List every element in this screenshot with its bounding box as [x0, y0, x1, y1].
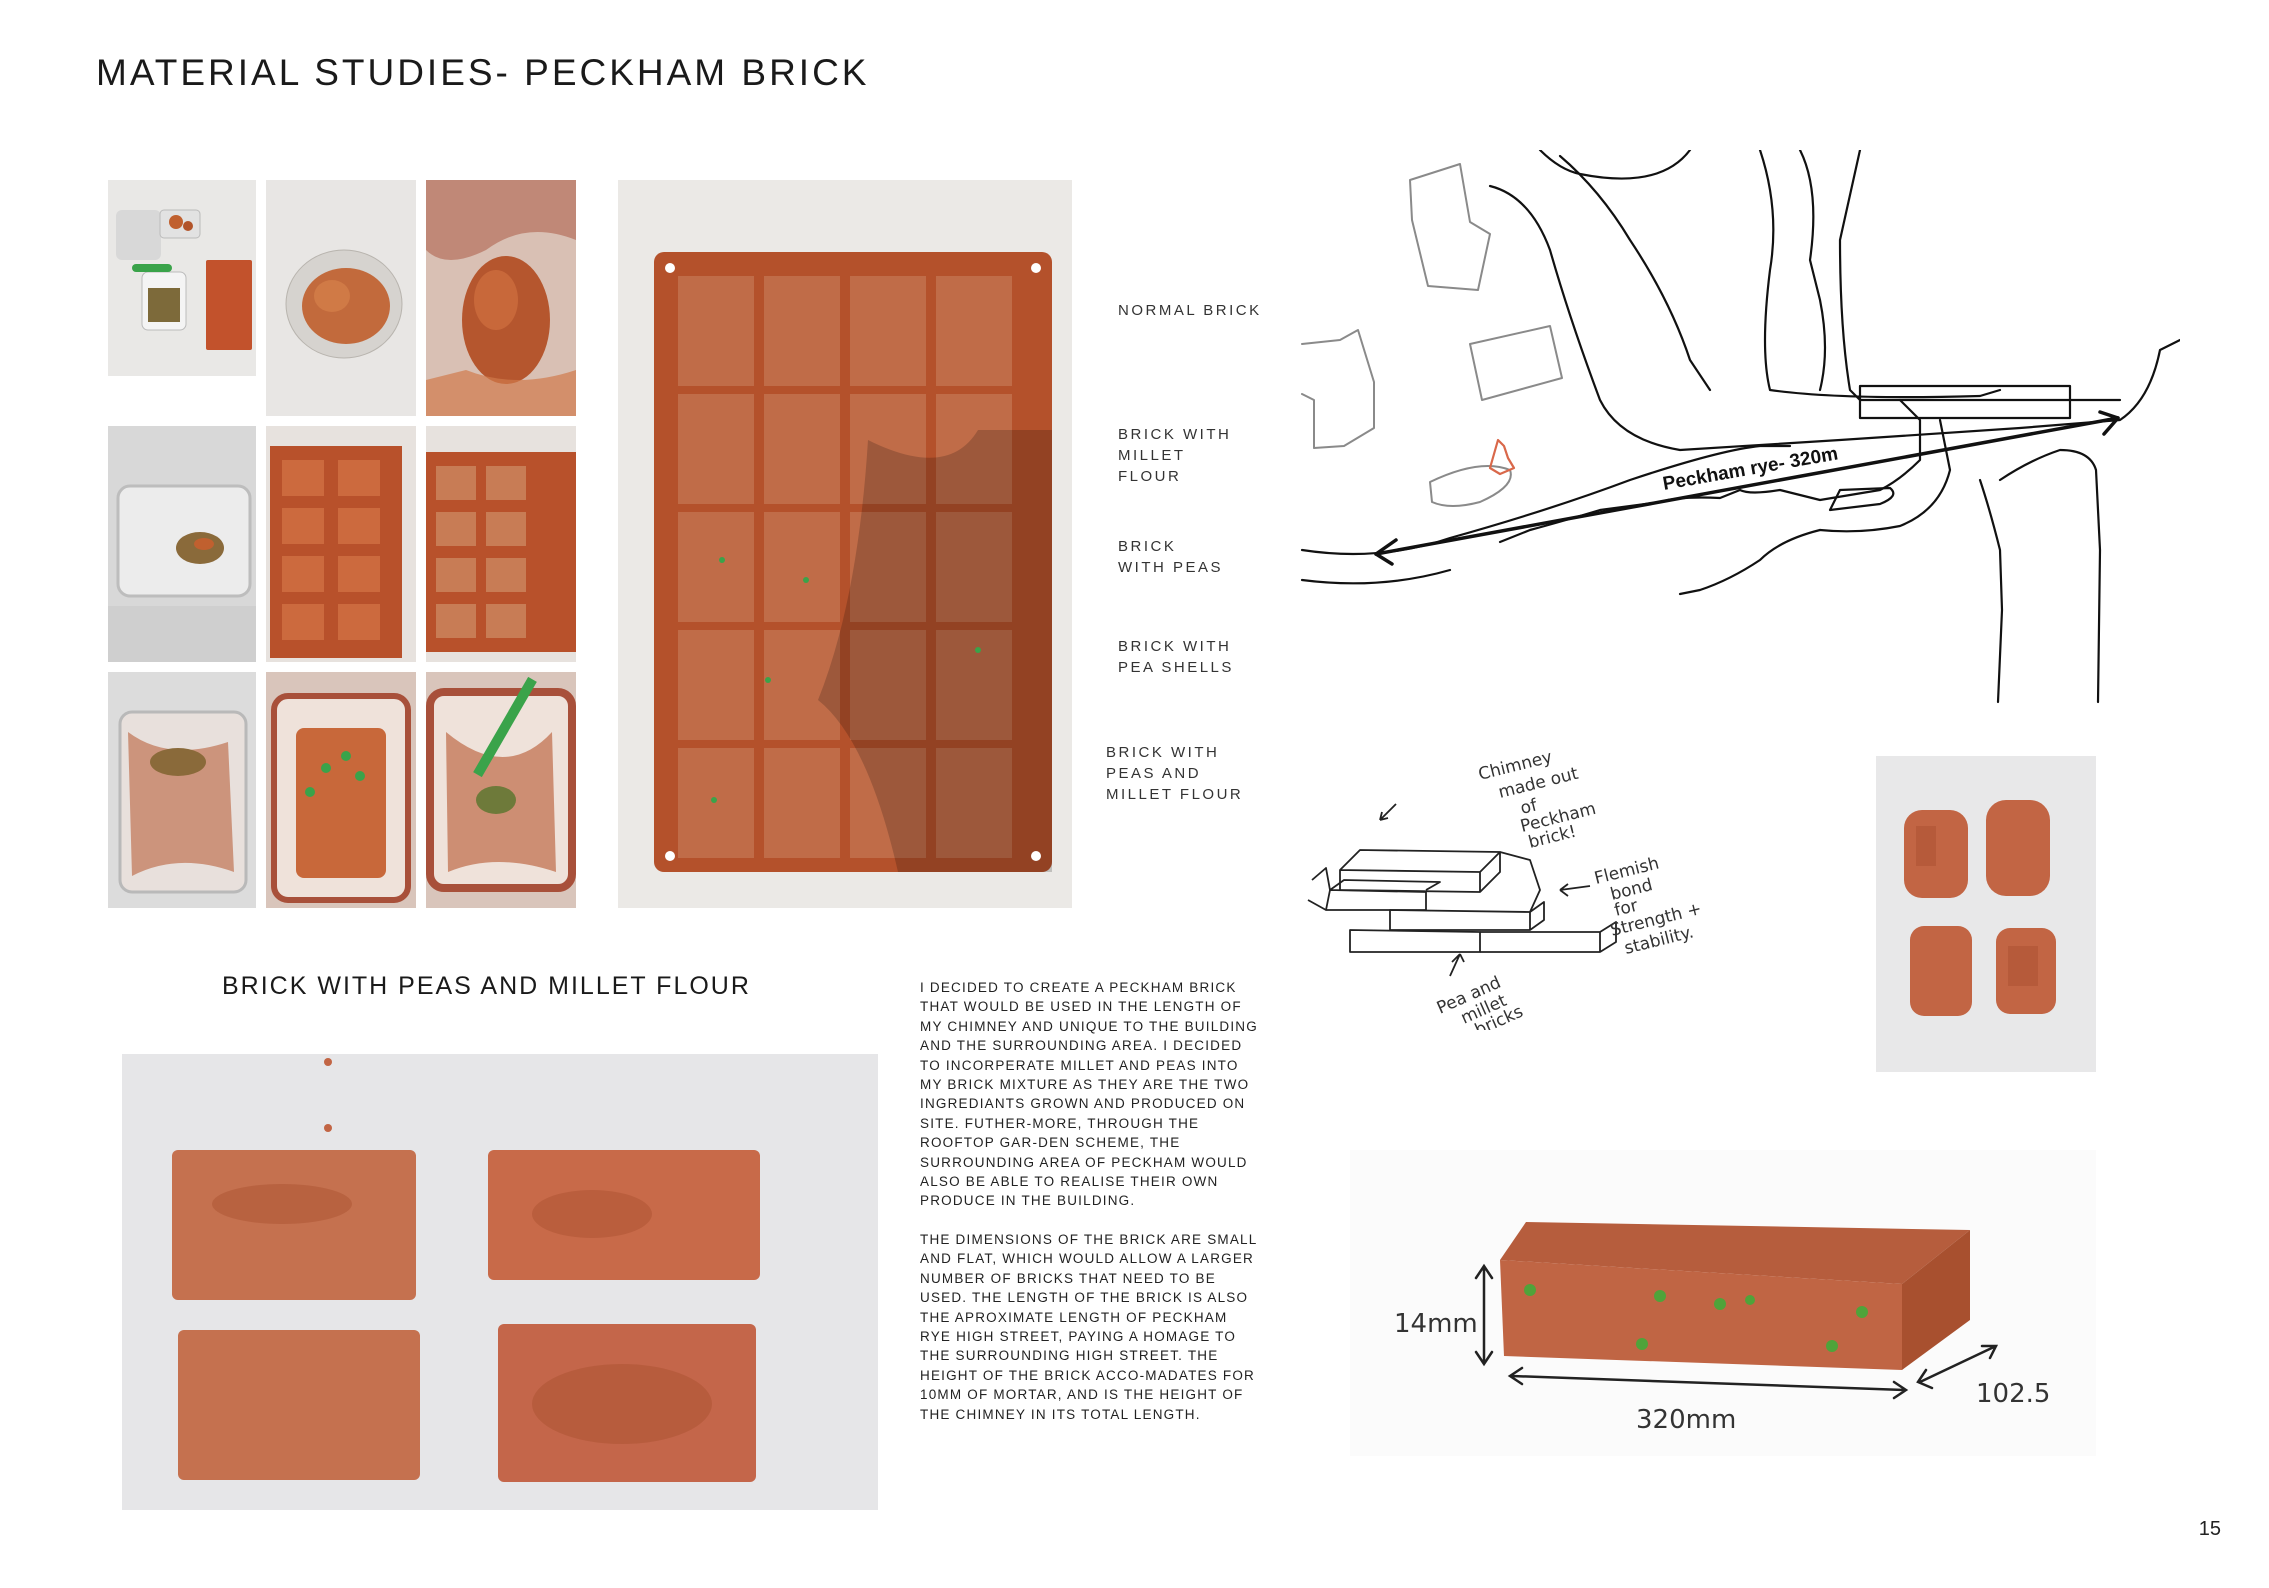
chimney-brick-sketch: Chimney made out of Peckham brick! Flemi… [1300, 740, 1770, 1030]
photo-mould-empty [266, 426, 416, 662]
chimney-note-line3: of [1518, 795, 1540, 819]
photo-peas-mix [266, 672, 416, 908]
photo-brick-mould-tray [618, 180, 1072, 908]
photo-ingredients [108, 180, 256, 376]
photo-peas-tub [108, 672, 256, 908]
photo-clay-bag [266, 180, 416, 416]
photo-four-bricks-large [122, 1054, 878, 1510]
street-map-sketch: Peckham rye- 320m [1300, 150, 2180, 710]
paragraph-2: THE DIMENSIONS OF THE BRICK ARE SMALL AN… [920, 1231, 1257, 1422]
photo-mix-bowl [108, 426, 256, 662]
photo-four-bricks-small [1876, 756, 2096, 1072]
mould-label-peas: BRICK WITH PEAS [1118, 538, 1224, 576]
map-distance-label: Peckham rye- 320m [1661, 443, 1839, 494]
description-text: I DECIDED TO CREATE A PECKHAM BRICK THAT… [920, 978, 1260, 1443]
photo-mould-filled [426, 426, 576, 662]
mould-label-pea-shells: BRICK WITH PEA SHELLS [1118, 638, 1234, 676]
photo-clay-lump [426, 180, 576, 416]
brick-dimensions-sketch: 14mm 320mm 102.5 [1350, 1150, 2096, 1456]
height-dimension: 14mm [1394, 1309, 1478, 1339]
page-title: MATERIAL STUDIES- PECKHAM BRICK [96, 52, 870, 93]
mould-label-millet: BRICK WITH MILLET FLOUR [1118, 426, 1232, 485]
section-subtitle: BRICK WITH PEAS AND MILLET FLOUR [222, 972, 751, 1000]
mould-label-peas-millet: BRICK WITH PEAS AND MILLET FLOUR [1106, 744, 1244, 803]
depth-dimension: 102.5 [1976, 1379, 2050, 1409]
paragraph-1: I DECIDED TO CREATE A PECKHAM BRICK THAT… [920, 980, 1258, 1209]
length-dimension: 320mm [1636, 1405, 1736, 1435]
photo-mixing-spoon [426, 672, 576, 908]
page-number: 15 [2198, 1518, 2221, 1540]
mould-label-normal: NORMAL BRICK [1118, 302, 1262, 319]
